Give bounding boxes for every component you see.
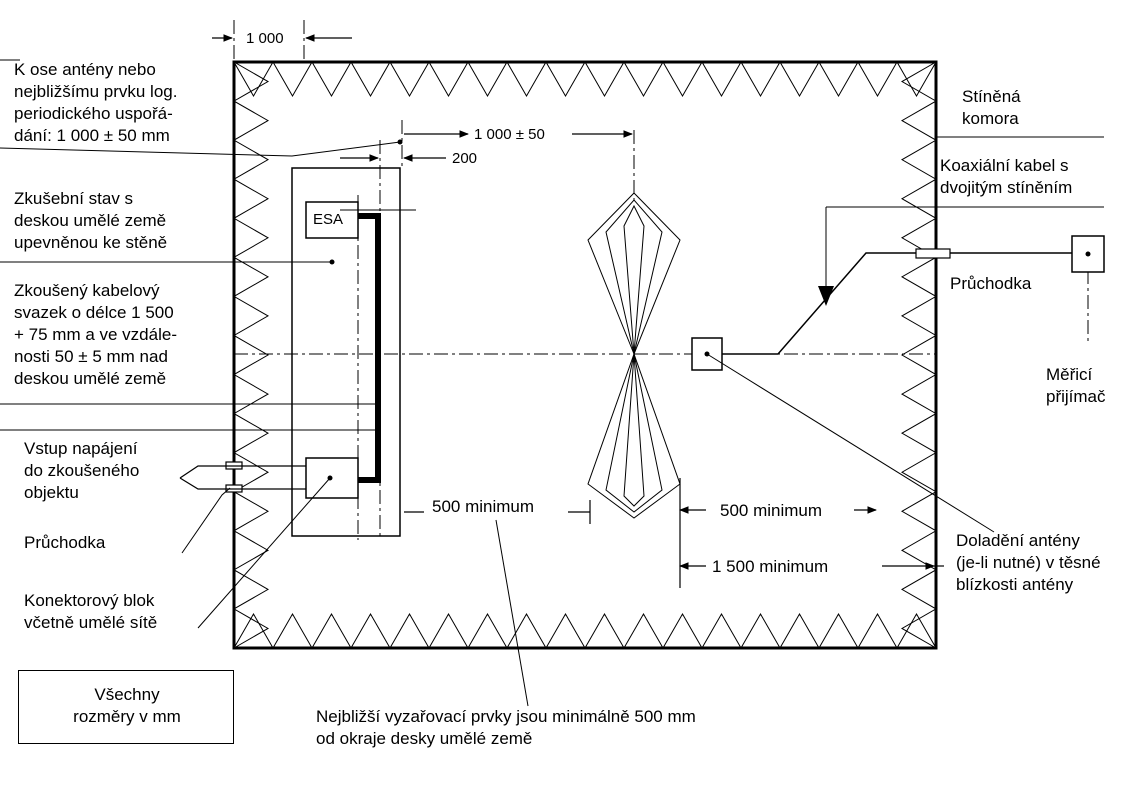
feedthrough-left-label: Průchodka <box>24 533 106 552</box>
feedthrough-right <box>915 248 951 259</box>
leader-radiating <box>495 519 529 707</box>
esa-box <box>305 201 359 239</box>
leader-axis <box>0 141 401 157</box>
dim-500-min-left: 500 minimum <box>432 497 535 516</box>
leader-feedthrough-left <box>181 487 231 554</box>
leader-connector <box>197 477 331 629</box>
leader-tuning <box>706 353 995 533</box>
cable-bundle <box>358 213 381 483</box>
absorber-zigzag <box>233 612 937 650</box>
test-bench-frame <box>291 167 401 537</box>
dims-note-label: Všechny rozměry v mm <box>73 685 181 726</box>
dim-500-min-right: 500 minimum <box>720 501 823 520</box>
esa-label: ESA <box>313 211 344 228</box>
absorber-zigzag <box>232 61 270 649</box>
antenna-tuning-label: Doladění antény (je-li nutné) v těsné bl… <box>956 531 1101 594</box>
dims-note-box <box>18 670 234 744</box>
coax-label: Koaxiální kabel s dvojitým stíněním <box>940 156 1073 197</box>
cable-bundle-label: Zkoušený kabelový svazek o délce 1 500 +… <box>14 281 177 388</box>
power-line-bottom <box>179 477 306 490</box>
dim-1000: 1 000 <box>246 30 284 47</box>
radiating-note-label: Nejbližší vyzařovací prvky jsou minimáln… <box>316 707 696 748</box>
connector-block-label: Konektorový blok včetně umělé sítě <box>24 591 158 632</box>
absorber-zigzag <box>233 60 937 98</box>
test-bench-label: Zkušební stav s deskou umělé země upevně… <box>14 189 168 252</box>
dim-1000-50: 1 000 ± 50 <box>474 126 545 143</box>
coax-arrow-head <box>818 286 834 306</box>
axis-note-label: K ose antény nebo nejbližšímu prvku log.… <box>14 60 178 145</box>
biconical-antenna <box>587 192 681 519</box>
dim-1500-min: 1 500 minimum <box>712 557 829 576</box>
coax-cable <box>722 252 1072 355</box>
absorber-zigzag <box>900 61 938 649</box>
power-line-top <box>179 465 306 479</box>
shielded-room-label: Stíněná komora <box>962 87 1021 128</box>
feedthrough-right-label: Průchodka <box>950 274 1032 293</box>
dim-200: 200 <box>452 150 478 167</box>
power-input-label: Vstup napájení do zkoušeného objektu <box>24 439 140 502</box>
receiver-label: Měřicí přijímač <box>1046 365 1106 406</box>
shielded-chamber-wall <box>232 60 938 650</box>
